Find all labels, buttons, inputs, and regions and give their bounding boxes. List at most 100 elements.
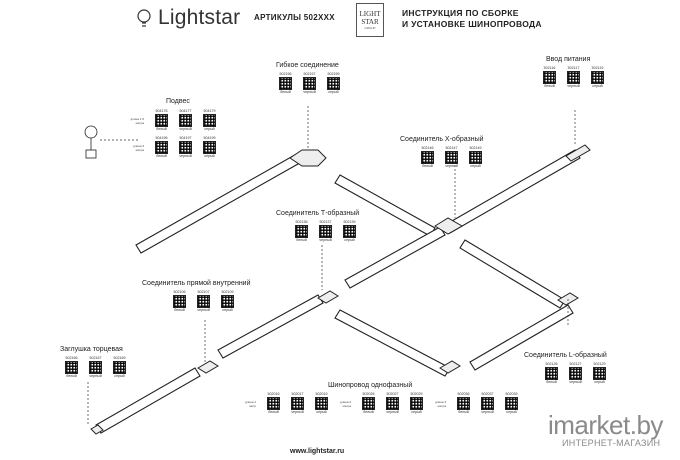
qr-code-icon <box>179 141 192 154</box>
qr-code-icon <box>89 361 102 374</box>
t-joint-shape <box>317 290 339 304</box>
brand-logo: Lightstar <box>136 6 240 30</box>
length-label: длина 2 метра <box>339 399 351 408</box>
track-lower-right-2 <box>469 304 574 371</box>
track-middle-right <box>344 226 446 289</box>
qr-code-icon <box>113 361 126 374</box>
length-label: длина 1 метр <box>244 399 256 408</box>
track-left-middle <box>217 294 324 359</box>
qr-code-icon <box>445 151 458 164</box>
qr-code-icon <box>569 367 582 380</box>
group-title: Гибкое соединение <box>276 62 339 69</box>
group-title: Соединитель Т-образный <box>276 210 360 217</box>
length-label: длина 3 метра <box>434 399 446 408</box>
group-title: Соединитель L-образный <box>524 352 607 359</box>
track-lower-right <box>459 239 566 309</box>
group-title: Соединитель прямой внутренний <box>142 280 251 287</box>
l-joint-shape-2 <box>439 360 461 374</box>
group-title: Соединитель Х-образный <box>400 136 484 143</box>
qr-code-icon <box>545 367 558 380</box>
imarket-watermark: imarket.by ИНТЕРНЕТ-МАГАЗИН <box>548 410 663 448</box>
qr-code-icon <box>386 397 399 410</box>
qr-code-icon <box>267 397 280 410</box>
qr-code-icon <box>327 77 340 90</box>
qr-code-icon <box>295 225 308 238</box>
qr-code-icon <box>505 397 518 410</box>
flex-joint-shape <box>289 149 327 167</box>
qr-code-icon <box>155 141 168 154</box>
qr-code-icon <box>591 71 604 84</box>
group-title: Заглушка торцевая <box>60 346 123 353</box>
qr-code-icon <box>155 114 168 127</box>
track-center-lower <box>334 309 451 377</box>
qr-code-icon <box>543 71 556 84</box>
qr-code-icon <box>343 225 356 238</box>
end-cap-shape <box>90 424 104 435</box>
group-title: Шинопровод однофазный <box>328 382 413 389</box>
qr-code-icon <box>221 295 234 308</box>
power-feed-shape <box>565 144 591 162</box>
qr-code-icon <box>319 225 332 238</box>
length-label: длина 3 метра <box>132 143 144 152</box>
qr-code-icon <box>291 397 304 410</box>
length-label: длина 1.5 метра <box>130 116 144 125</box>
qr-code-icon <box>203 141 216 154</box>
qr-code-icon <box>65 361 78 374</box>
brand-name: Lightstar <box>158 6 241 29</box>
ceiling-canopy-shape <box>84 125 98 139</box>
group-title: Подвес <box>166 98 190 105</box>
group-title: Ввод питания <box>546 56 591 63</box>
qr-code-icon <box>567 71 580 84</box>
article-range: АРТИКУЛЫ 502XXX <box>254 13 335 22</box>
qr-code-icon <box>362 397 375 410</box>
qr-code-icon <box>173 295 186 308</box>
qr-code-icon <box>457 397 470 410</box>
qr-code-icon <box>203 114 216 127</box>
website-url: www.lightstar.ru <box>290 448 345 455</box>
qr-code-icon <box>421 151 434 164</box>
lightbulb-icon <box>137 9 151 27</box>
x-joint-shape <box>434 217 464 235</box>
group-track: Шинопровод однофазный длина 1 метр 50201… <box>240 382 521 415</box>
lightstar-group-seal: LIGHT STAR GROUP <box>356 3 384 37</box>
instruction-title: ИНСТРУКЦИЯ ПО СБОРКЕ И УСТАНОВКЕ ШИНОПРО… <box>402 8 542 29</box>
qr-code-icon <box>179 114 192 127</box>
straight-joint-shape <box>197 360 219 374</box>
